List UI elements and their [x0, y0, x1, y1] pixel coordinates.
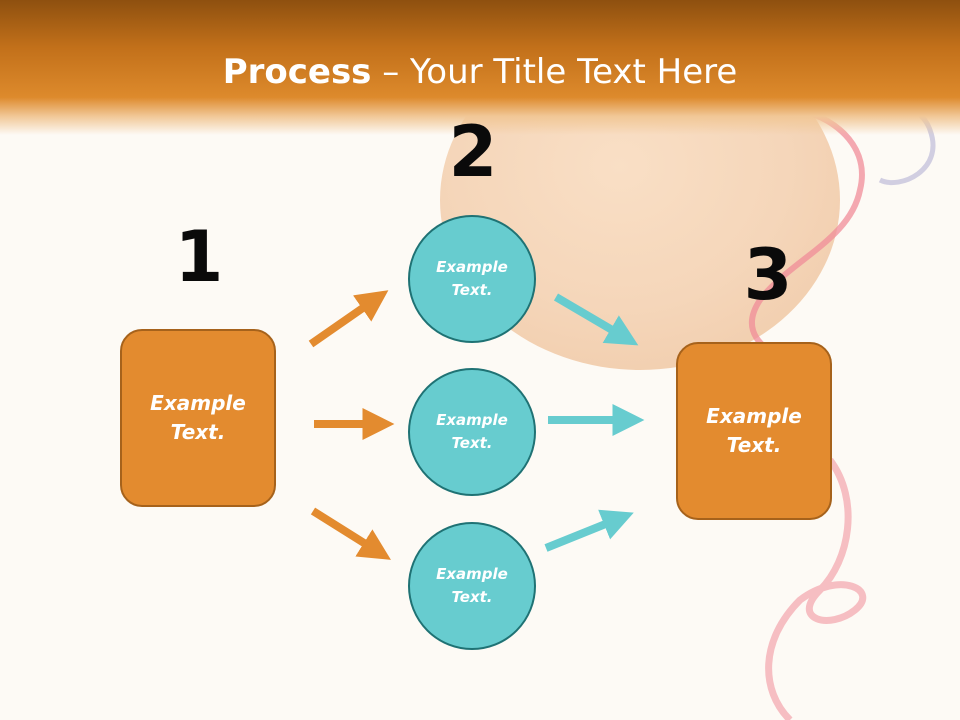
step-2-circle-top-text: Example Text.: [436, 258, 508, 299]
step-2-circle-middle-text: Example Text.: [436, 411, 508, 452]
arrow-1-to-bottom-circle: [310, 507, 391, 560]
step-3-box[interactable]: Example Text.: [676, 342, 832, 520]
ribbon-upper: [748, 107, 865, 363]
step-number-1: 1: [174, 216, 224, 298]
step-number-2: 2: [448, 111, 498, 193]
step-1-box[interactable]: Example Text.: [120, 329, 276, 507]
title-rest-text: – Your Title Text Here: [371, 52, 738, 92]
title-banner: [0, 0, 960, 135]
arrow-top-circle-to-3: [553, 293, 639, 346]
step-2-circle-top[interactable]: Example Text.: [408, 215, 536, 343]
step-2-circle-bottom-text: Example Text.: [436, 565, 508, 606]
arrow-bottom-circle-to-3: [544, 509, 634, 552]
step-2-circle-bottom[interactable]: Example Text.: [408, 522, 536, 650]
slide-title[interactable]: Process – Your Title Text Here: [0, 52, 960, 92]
ribbon-lower: [765, 457, 867, 720]
arrow-1-to-top-circle: [308, 290, 389, 348]
step-3-text: Example Text.: [706, 404, 802, 457]
step-2-circle-middle[interactable]: Example Text.: [408, 368, 536, 496]
step-number-3: 3: [743, 234, 793, 316]
title-bold-text: Process: [222, 52, 372, 92]
step-1-text: Example Text.: [150, 391, 246, 444]
